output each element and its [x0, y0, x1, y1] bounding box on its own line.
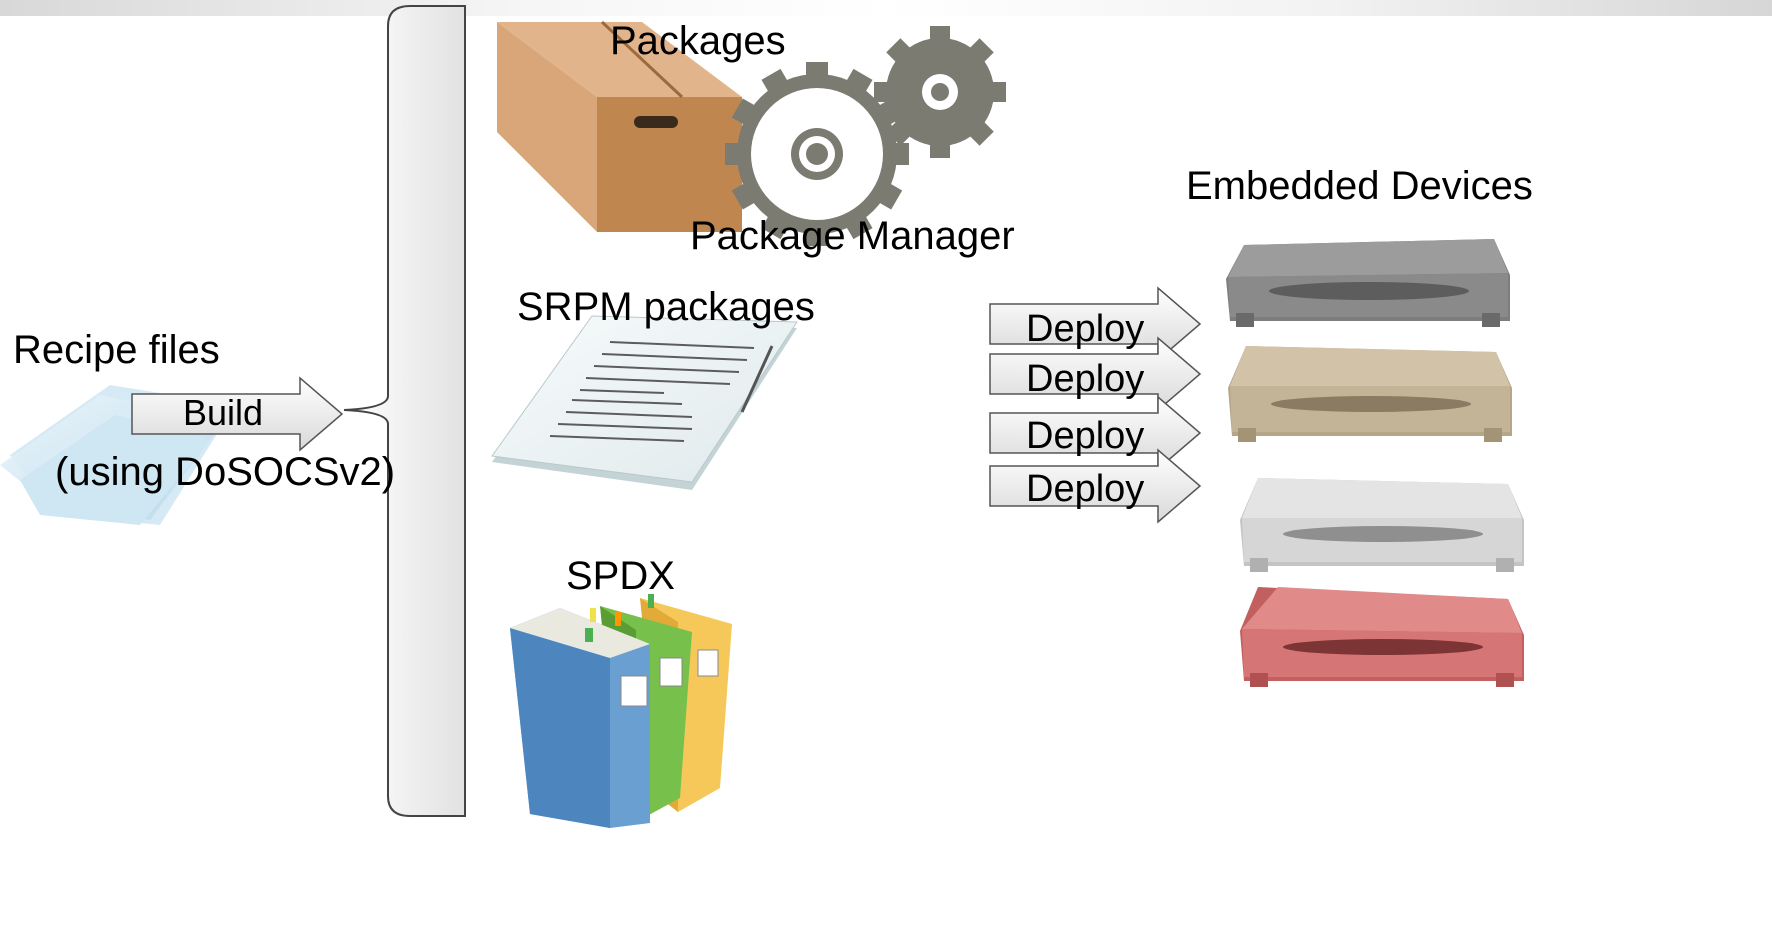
device-box-icon [1226, 239, 1510, 327]
spdx-label: SPDX [566, 554, 675, 598]
build-arrow [131, 376, 344, 452]
deploy-arrow [989, 286, 1202, 362]
top-gradient-bar [0, 0, 1772, 16]
deploy-label: Deploy [1026, 308, 1145, 350]
build-label: Build [183, 392, 264, 433]
deploy-arrow [989, 336, 1202, 412]
deploy-label: Deploy [1026, 358, 1145, 400]
gears-icon [725, 26, 1006, 246]
package-manager-label: Package Manager [690, 214, 1015, 258]
srpm-packages-label: SRPM packages [517, 285, 815, 329]
embedded-devices-label: Embedded Devices [1186, 164, 1533, 208]
packages-label: Packages [610, 19, 786, 63]
device-box-icon [1228, 346, 1512, 442]
binders-icon [510, 594, 732, 828]
deploy-arrow [989, 395, 1202, 471]
bracket-container [343, 5, 466, 817]
device-box-icon [1240, 478, 1524, 572]
paper-document-icon [491, 315, 798, 490]
deploy-label: Deploy [1026, 415, 1145, 457]
cardboard-box-icon [497, 20, 742, 232]
device-box-icon [1240, 587, 1524, 687]
dosocs-label: (using DoSOCSv2) [55, 450, 396, 494]
deploy-label: Deploy [1026, 468, 1145, 510]
deploy-arrow [989, 448, 1202, 524]
recipe-files-label: Recipe files [13, 328, 220, 372]
